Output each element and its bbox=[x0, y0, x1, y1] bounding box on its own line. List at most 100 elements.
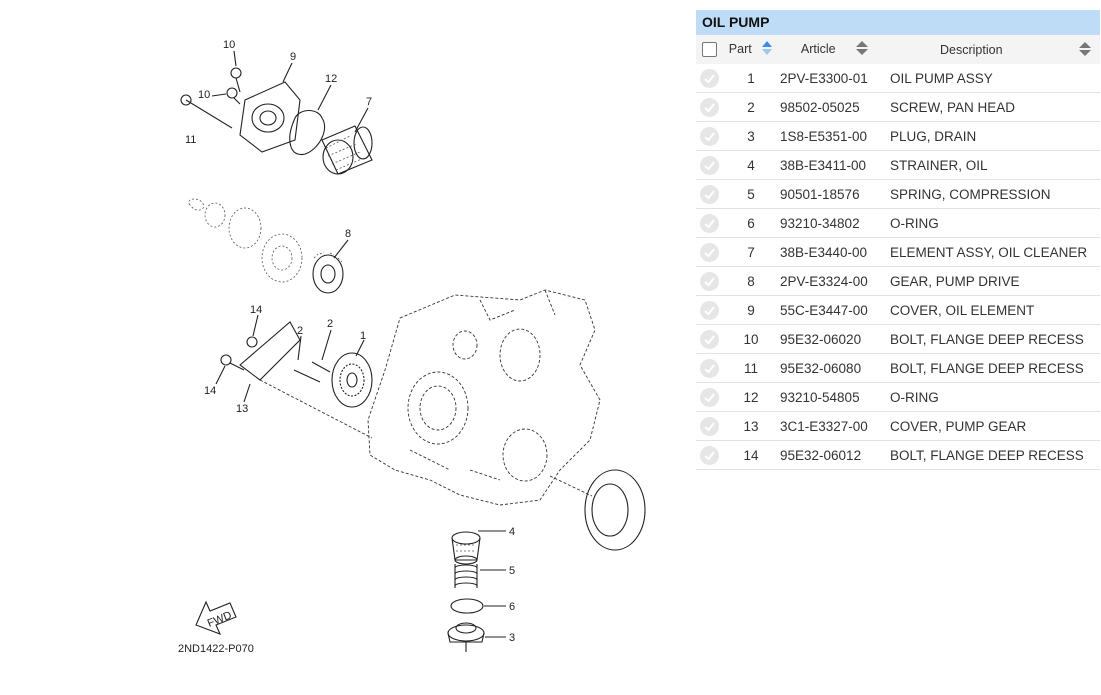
article-number-cell[interactable]: 98502-05025 bbox=[780, 92, 890, 122]
part-number-cell: 8 bbox=[722, 266, 780, 296]
row-select-cell bbox=[696, 295, 722, 325]
row-check-icon[interactable] bbox=[699, 213, 719, 233]
part-column-header[interactable]: Part bbox=[722, 35, 780, 64]
article-number-cell[interactable]: 55C-E3447-00 bbox=[780, 295, 890, 325]
callout-5: 5 bbox=[509, 565, 515, 577]
row-select-cell bbox=[696, 266, 722, 296]
row-check-icon[interactable] bbox=[699, 416, 719, 436]
row-check-icon[interactable] bbox=[699, 155, 719, 175]
callout-10b: 10 bbox=[198, 89, 210, 101]
row-select-cell bbox=[696, 179, 722, 209]
article-number-cell[interactable]: 2PV-E3324-00 bbox=[780, 266, 890, 296]
description-cell: OIL PUMP ASSY bbox=[890, 64, 1100, 93]
article-number-cell[interactable]: 95E32-06012 bbox=[780, 440, 890, 470]
row-check-icon[interactable] bbox=[699, 387, 719, 407]
description-cell: SCREW, PAN HEAD bbox=[890, 92, 1100, 122]
callout-7: 7 bbox=[366, 96, 372, 108]
part-number-cell: 7 bbox=[722, 237, 780, 267]
callout-14b: 14 bbox=[204, 385, 216, 397]
row-select-cell bbox=[696, 92, 722, 122]
table-header-row: Part Article Description bbox=[696, 35, 1100, 64]
row-check-icon[interactable] bbox=[699, 300, 719, 320]
description-cell: COVER, PUMP GEAR bbox=[890, 411, 1100, 441]
part-number-cell: 10 bbox=[722, 324, 780, 354]
article-number-cell[interactable]: 95E32-06020 bbox=[780, 324, 890, 354]
oil-pump-gear-drawing bbox=[220, 321, 373, 439]
row-select-cell bbox=[696, 208, 722, 238]
callout-11: 11 bbox=[185, 134, 196, 146]
description-column-header[interactable]: Description bbox=[890, 35, 1100, 64]
article-number-cell[interactable]: 90501-18576 bbox=[780, 179, 890, 209]
row-check-icon[interactable] bbox=[699, 329, 719, 349]
callout-12: 12 bbox=[325, 73, 337, 85]
callout-6: 6 bbox=[509, 601, 515, 613]
row-select-cell bbox=[696, 64, 722, 93]
part-number-cell: 9 bbox=[722, 295, 780, 325]
parts-table: Part Article Description bbox=[696, 35, 1100, 470]
article-number-cell[interactable]: 38B-E3411-00 bbox=[780, 150, 890, 180]
callout-4: 4 bbox=[509, 526, 515, 538]
exploded-parts-diagram[interactable]: 10 9 12 7 10 11 8 14 2 2 1 14 13 4 5 6 3… bbox=[0, 0, 690, 695]
row-check-icon[interactable] bbox=[699, 97, 719, 117]
row-check-icon[interactable] bbox=[699, 271, 719, 291]
panel-title: OIL PUMP bbox=[696, 10, 1100, 35]
part-number-cell: 5 bbox=[722, 179, 780, 209]
row-select-cell bbox=[696, 324, 722, 354]
description-cell: COVER, OIL ELEMENT bbox=[890, 295, 1100, 325]
row-select-cell bbox=[696, 353, 722, 383]
callout-9: 9 bbox=[290, 51, 296, 63]
article-number-cell[interactable]: 1S8-E5351-00 bbox=[780, 121, 890, 151]
description-cell: O-RING bbox=[890, 382, 1100, 412]
row-check-icon[interactable] bbox=[699, 68, 719, 88]
article-header-label: Article bbox=[800, 41, 836, 56]
callout-1: 1 bbox=[360, 330, 366, 342]
part-number-cell: 14 bbox=[722, 440, 780, 470]
flywheel-drawing bbox=[549, 469, 646, 551]
article-column-header[interactable]: Article bbox=[780, 35, 890, 64]
sort-icon[interactable] bbox=[1078, 41, 1092, 60]
article-number-cell[interactable]: 3C1-E3327-00 bbox=[780, 411, 890, 441]
article-number-cell[interactable]: 93210-54805 bbox=[780, 382, 890, 412]
row-check-icon[interactable] bbox=[699, 358, 719, 378]
description-cell: O-RING bbox=[890, 208, 1100, 238]
callout-2b: 2 bbox=[327, 318, 333, 330]
strainer-stack-drawing bbox=[447, 531, 485, 652]
row-check-icon[interactable] bbox=[699, 445, 719, 465]
description-cell: BOLT, FLANGE DEEP RECESS bbox=[890, 353, 1100, 383]
part-number-cell: 4 bbox=[722, 150, 780, 180]
article-number-cell[interactable]: 93210-34802 bbox=[780, 208, 890, 238]
row-check-icon[interactable] bbox=[699, 242, 719, 262]
part-number-cell: 11 bbox=[722, 353, 780, 383]
article-number-cell[interactable]: 2PV-E3300-01 bbox=[780, 64, 890, 93]
article-number-cell[interactable]: 95E32-06080 bbox=[780, 353, 890, 383]
part-number-cell: 3 bbox=[722, 121, 780, 151]
sort-icon[interactable] bbox=[855, 40, 869, 59]
callout-10a: 10 bbox=[223, 39, 235, 51]
row-select-cell bbox=[696, 121, 722, 151]
sort-active-icon[interactable] bbox=[761, 40, 773, 59]
description-header-label: Description bbox=[940, 42, 1003, 57]
callout-13: 13 bbox=[236, 403, 248, 415]
article-number-cell[interactable]: 38B-E3440-00 bbox=[780, 237, 890, 267]
row-select-cell bbox=[696, 150, 722, 180]
select-all-checkbox[interactable] bbox=[701, 42, 717, 58]
row-check-icon[interactable] bbox=[699, 184, 719, 204]
part-number-cell: 12 bbox=[722, 382, 780, 412]
row-check-icon[interactable] bbox=[699, 126, 719, 146]
part-number-cell: 6 bbox=[722, 208, 780, 238]
callout-14a: 14 bbox=[250, 304, 262, 316]
